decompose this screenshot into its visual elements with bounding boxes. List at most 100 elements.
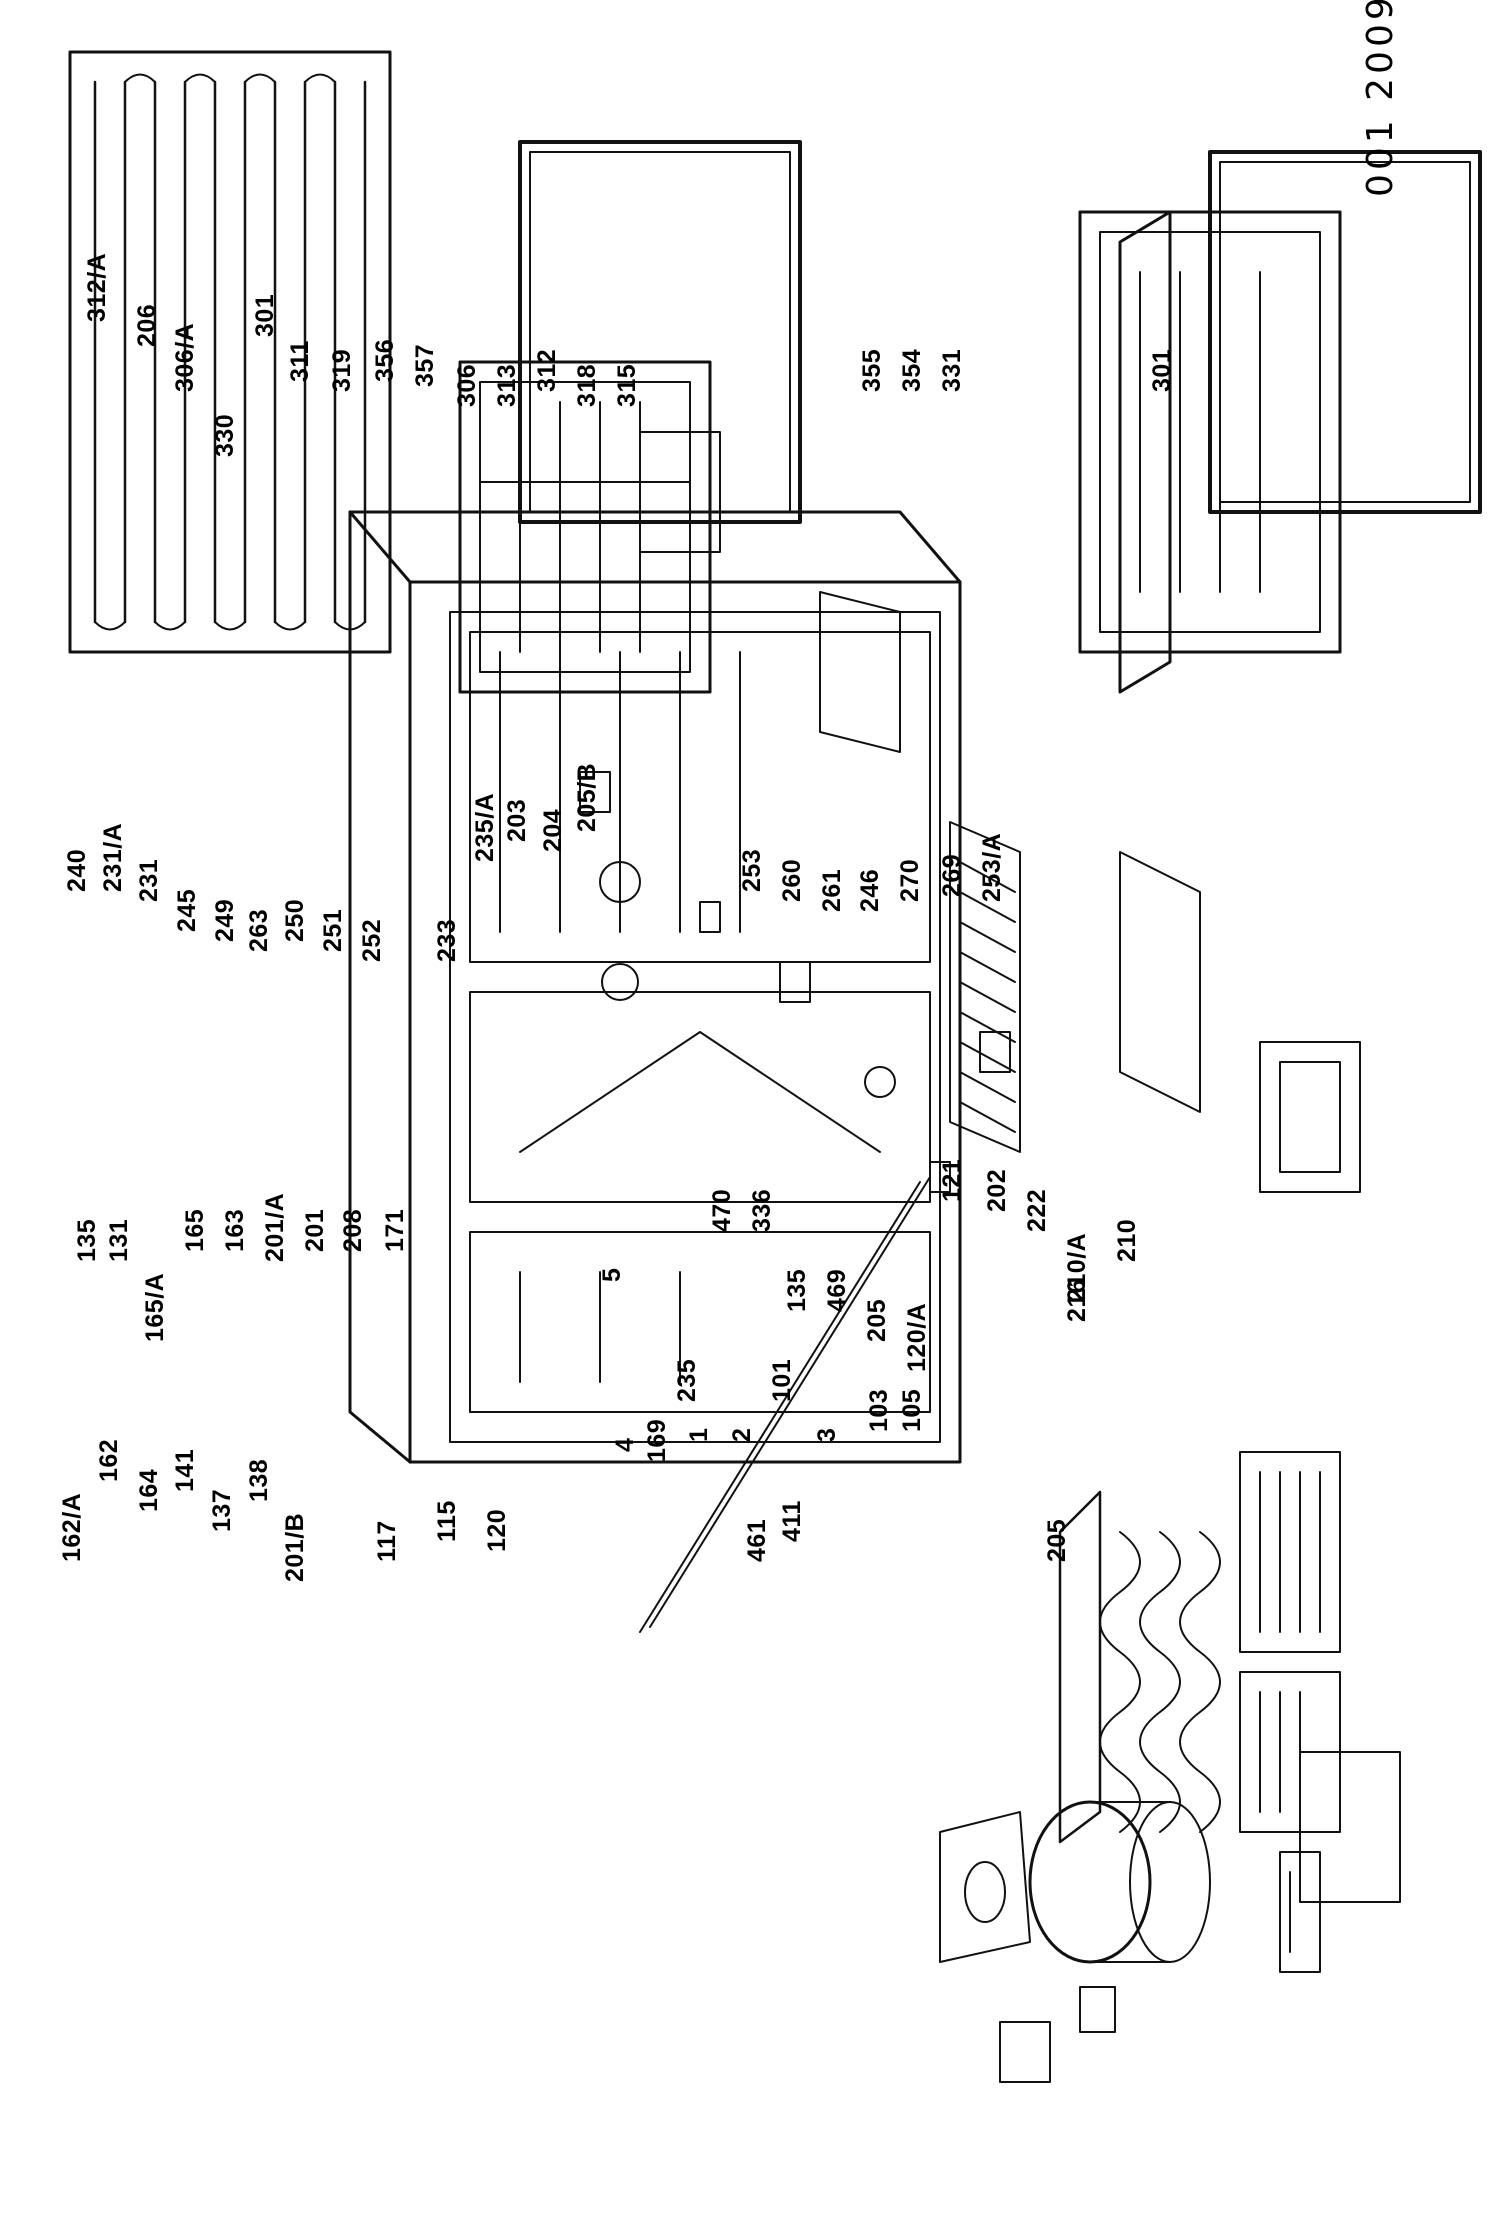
part-number-label: 216 (1063, 1278, 1091, 1322)
part-number-label: 101 (768, 1358, 796, 1402)
part-number-label: 5 (598, 1267, 626, 1282)
part-number-label: 251 (319, 908, 347, 952)
part-number-label: 331 (938, 348, 966, 392)
part-number-label: 1 (685, 1427, 713, 1442)
compressor (1028, 1800, 1211, 1964)
part-number-label: 469 (823, 1268, 851, 1312)
part-number-label: 162 (95, 1438, 123, 1482)
part-number-label: 205 (863, 1298, 891, 1342)
part-number-label: 135 (783, 1268, 811, 1312)
drip-tray (939, 1811, 1031, 1963)
part-number-label: 306 (453, 363, 481, 407)
part-number-label: 162/A (58, 1492, 86, 1562)
part-number-label: 253 (738, 848, 766, 892)
part-number-label: 210 (1113, 1218, 1141, 1262)
part-number-label: 260 (778, 858, 806, 902)
part-number-label: 240 (63, 848, 91, 892)
part-number-label: 246 (856, 868, 884, 912)
part-number-label: 355 (858, 348, 886, 392)
part-number-label: 252 (358, 918, 386, 962)
part-number-label: 411 (778, 1500, 806, 1542)
part-number-label: 470 (708, 1188, 736, 1232)
part-number-label: 171 (381, 1208, 409, 1252)
part-number-label: 103 (865, 1388, 893, 1432)
part-number-label: 245 (173, 888, 201, 932)
part-number-label: 354 (898, 348, 926, 392)
part-number-label: 301 (251, 293, 279, 337)
part-number-label: 201 (301, 1208, 329, 1252)
part-number-label: 263 (245, 908, 273, 952)
freezer-baskets (1239, 1451, 1401, 1903)
part-number-label: 208 (339, 1208, 367, 1252)
part-number-label: 336 (748, 1188, 776, 1232)
condenser-rail (1279, 1851, 1321, 1973)
part-number-label: 203 (503, 798, 531, 842)
freezer-gasket (518, 140, 802, 524)
part-number-label: 311 (286, 340, 314, 382)
part-number-label: 204 (539, 808, 567, 852)
wire-shelf (949, 821, 1021, 1153)
part-number-label: 165 (181, 1208, 209, 1252)
part-number-label: 250 (281, 898, 309, 942)
part-number-label: 222 (1023, 1188, 1051, 1232)
part-number-label: 164 (135, 1468, 163, 1512)
part-number-label: 306/A (171, 322, 199, 392)
part-number-label: 356 (371, 338, 399, 382)
part-number-label: 313 (493, 363, 521, 407)
part-number-label: 261 (818, 868, 846, 912)
part-number-label: 301 (1148, 348, 1176, 392)
drawing-number: 001 20090 (1360, 0, 1401, 197)
part-number-label: 357 (411, 343, 439, 387)
part-number-label: 235/A (471, 792, 499, 862)
part-number-label: 231 (135, 858, 163, 902)
part-number-label: 315 (613, 363, 641, 407)
part-number-label: 201/A (261, 1192, 289, 1262)
condenser-coil (68, 50, 392, 654)
part-number-label: 318 (573, 363, 601, 407)
part-number-label: 233 (433, 918, 461, 962)
part-number-label: 115 (433, 1500, 461, 1542)
glass-shelf (1119, 851, 1201, 1113)
part-number-label: 2 (728, 1427, 756, 1442)
part-number-label: 269 (938, 853, 966, 897)
part-number-label: 235 (673, 1358, 701, 1402)
part-number-label: 231/A (99, 822, 127, 892)
part-number-label: 3 (813, 1427, 841, 1442)
part-number-label: 319 (328, 348, 356, 392)
part-number-label: 205 (1043, 1518, 1071, 1562)
part-number-label: 137 (208, 1488, 236, 1532)
part-number-label: 312/A (83, 252, 111, 322)
part-number-label: 202 (983, 1168, 1011, 1212)
part-number-label: 120 (483, 1508, 511, 1552)
part-number-label: 131 (105, 1218, 133, 1262)
part-number-label: 121 (938, 1158, 966, 1202)
part-number-label: 138 (245, 1458, 273, 1502)
part-number-label: 141 (171, 1448, 199, 1492)
start-relay (999, 1986, 1116, 2083)
freezer-door (458, 360, 712, 694)
door-gasket (1208, 150, 1482, 514)
part-number-label: 117 (373, 1520, 401, 1562)
part-number-label: 169 (643, 1418, 671, 1462)
drain-tube (639, 1176, 931, 1633)
part-number-label: 4 (611, 1437, 639, 1452)
part-number-label: 461 (743, 1518, 771, 1562)
part-number-label: 105 (898, 1388, 926, 1432)
part-number-label: 330 (211, 413, 239, 457)
part-number-label: 253/A (978, 832, 1006, 902)
part-number-label: 270 (896, 858, 924, 902)
part-number-label: 201/B (281, 1512, 309, 1582)
part-number-label: 249 (211, 898, 239, 942)
part-number-label: 135 (73, 1218, 101, 1262)
part-number-label: 165/A (141, 1272, 169, 1342)
part-number-label: 120/A (903, 1302, 931, 1372)
part-number-label: 206 (133, 303, 161, 347)
small-parts (579, 431, 1011, 1193)
crisper-drawer (1259, 1041, 1361, 1193)
part-number-label: 312 (533, 348, 561, 392)
part-number-label: 163 (221, 1208, 249, 1252)
part-number-label: 205/B (573, 762, 601, 832)
